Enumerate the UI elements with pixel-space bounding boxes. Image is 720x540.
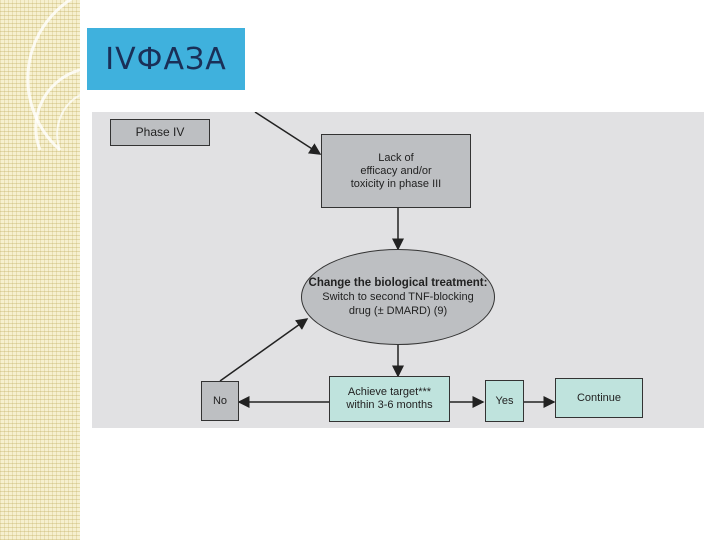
- lack-of-efficacy-text: Lack of efficacy and/or toxicity in phas…: [350, 151, 442, 190]
- arrow-incoming: [254, 112, 322, 155]
- phase-label-box: Phase IV: [110, 119, 210, 146]
- flowchart-diagram: Phase IV Lack of efficacy and/or toxicit…: [92, 112, 704, 428]
- lack-of-efficacy-box: Lack of efficacy and/or toxicity in phas…: [321, 134, 471, 208]
- no-label: No: [212, 394, 228, 407]
- yes-box: Yes: [485, 380, 524, 422]
- decorative-arcs: [26, 0, 80, 152]
- oval-body: Switch to second TNF-blocking drug (± DM…: [322, 291, 474, 317]
- continue-label: Continue: [576, 391, 622, 404]
- change-treatment-oval: Change the biological treatment: Switch …: [301, 249, 495, 345]
- decorative-left-strip: [0, 0, 80, 540]
- flowchart-connectors: [219, 112, 556, 408]
- phase-label: Phase IV: [135, 125, 185, 139]
- continue-box: Continue: [555, 378, 643, 418]
- arrow-no-to-oval: [219, 318, 309, 382]
- no-box: No: [201, 381, 239, 421]
- slide-title: IVФАЗА: [105, 41, 227, 77]
- achieve-target-text: Achieve target*** within 3-6 months: [346, 386, 433, 411]
- achieve-target-box: Achieve target*** within 3-6 months: [329, 376, 450, 422]
- slide-title-box: IVФАЗА: [87, 28, 245, 90]
- yes-label: Yes: [495, 394, 514, 407]
- oval-heading: Change the biological treatment:: [308, 277, 488, 289]
